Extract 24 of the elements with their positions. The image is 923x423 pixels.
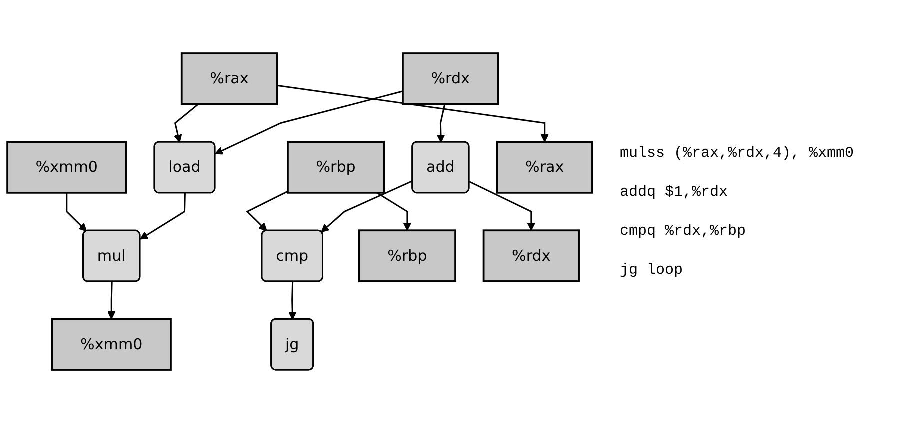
instruction-text: addq $1,%rdx	[620, 184, 730, 200]
node-box: %rbp	[287, 140, 386, 194]
node-box: %rax	[180, 52, 278, 106]
node-box: %rdx	[482, 229, 580, 282]
node-box: %rax	[496, 140, 594, 194]
arrow	[288, 282, 297, 320]
node-box: %xmm0	[51, 318, 172, 371]
node-box: %rbp	[358, 229, 456, 282]
arrow	[321, 180, 414, 232]
arrow	[66, 192, 88, 232]
arrow	[107, 282, 116, 320]
instruction-text: cmpq %rdx,%rbp	[620, 222, 748, 240]
node-box: %rdx	[402, 52, 500, 106]
arrow	[246, 190, 288, 232]
arrow	[376, 192, 412, 231]
arrow	[436, 104, 446, 143]
instruction-text: mulss (%rax,%rdx,4), %xmm0	[620, 144, 854, 162]
node-box: %xmm0	[6, 140, 128, 194]
arrow	[174, 104, 199, 143]
arrow	[140, 193, 186, 240]
arrow	[215, 90, 404, 154]
arrow	[469, 180, 536, 231]
instruction-text: jg loop	[620, 262, 684, 278]
arrow	[276, 84, 549, 142]
